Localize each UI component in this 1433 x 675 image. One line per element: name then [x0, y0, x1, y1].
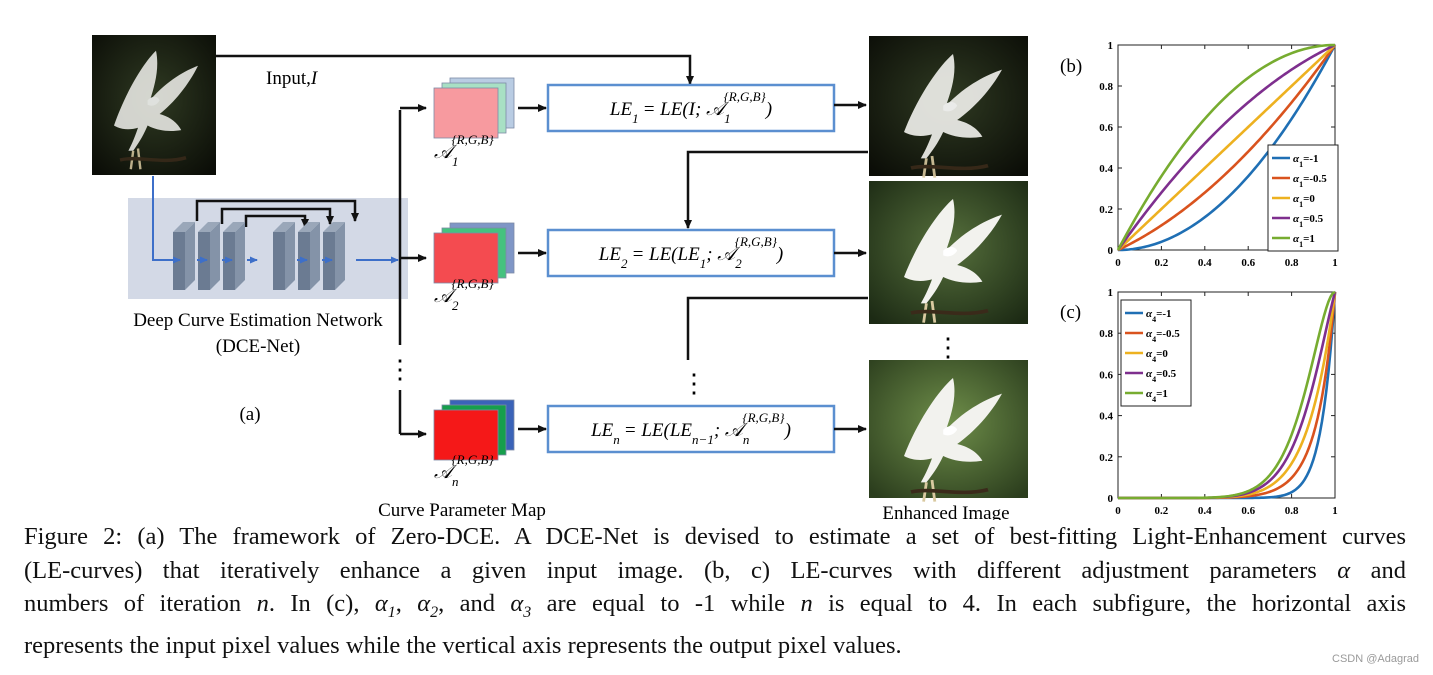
series-line: [1118, 290, 1336, 500]
legend-entry: α4=1: [1146, 388, 1168, 404]
conv-layer: [323, 222, 345, 290]
enhanced-label: Enhanced Image: [882, 503, 1009, 520]
x-tick-label: 0.2: [1155, 257, 1169, 269]
x-tick-label: 0.8: [1285, 505, 1299, 517]
y-tick-label: 0: [1108, 493, 1114, 505]
y-tick-label: 0: [1108, 245, 1114, 257]
chart-c: 0 0.2 0.4 0.6 0.8 1 0 0.2 0.4 0.6 0.8 1 α4=-1 α4=-0.5…: [1099, 287, 1338, 517]
legend-entry: α1=-1: [1293, 153, 1319, 169]
legend: α4=-1 α4=-0.5 α4=0 α4=0.5 α4=1: [1120, 299, 1192, 407]
x-tick-label: 0.6: [1241, 257, 1255, 269]
input-image: [92, 35, 216, 175]
conv-layer: [173, 222, 195, 290]
chart-b: 0 0.2 0.4 0.6 0.8 1 0 0.2 0.4 0.6 0.8 1 α1=-1 α1=-0.5…: [1099, 40, 1339, 269]
input-arrow: [216, 54, 694, 85]
legend-entry: α4=0: [1146, 348, 1168, 364]
le-n-formula: LEn= LE(LEn−1; 𝒜n{R,G,B}): [590, 410, 791, 447]
le-box-2: LE2= LE(LE1; 𝒜2{R,G,B}): [546, 228, 836, 278]
series-line: [1117, 44, 1337, 252]
trunk-dots: ⋮: [387, 355, 413, 384]
y-tick-label: 0.6: [1099, 369, 1113, 381]
y-tick-label: 0.6: [1099, 122, 1113, 134]
panel-a-label: (a): [239, 404, 260, 425]
le-box-1: LE1= LE(I; 𝒜1{R,G,B}): [546, 83, 836, 133]
x-tick-label: 0.4: [1198, 505, 1212, 517]
caption-line-4: represents the input pixel values while …: [24, 632, 902, 660]
y-tick-label: 1: [1108, 287, 1114, 299]
x-tick-label: 0: [1115, 505, 1121, 517]
x-tick-label: 1: [1332, 257, 1338, 269]
enhanced-image-2: [869, 181, 1028, 324]
panel-b-label: (b): [1060, 56, 1082, 77]
x-tick-label: 1: [1332, 505, 1338, 517]
x-tick-label: 0.6: [1241, 505, 1255, 517]
svg-text:⋮: ⋮: [935, 333, 961, 362]
y-tick-label: 0.2: [1099, 204, 1113, 216]
caption-alpha1: α1: [374, 590, 396, 621]
series-line: [1116, 43, 1336, 251]
network-abbr: (DCE-Net): [216, 336, 300, 357]
param-map-3: 𝒜n{R,G,B}: [433, 399, 515, 489]
legend-entry: α1=0: [1293, 193, 1315, 209]
input-label: Input,I: [266, 68, 319, 89]
caption-line-2: (LE-curves) that iteratively enhance a g…: [24, 556, 1406, 584]
enhanced-image-1: [869, 36, 1028, 178]
param-map-label: Curve Parameter Map: [378, 500, 546, 520]
x-tick-label: 0.4: [1198, 257, 1212, 269]
conv-layer: [273, 222, 295, 290]
y-tick-label: 0.8: [1099, 328, 1113, 340]
watermark: CSDN @Adagrad: [1332, 653, 1419, 665]
dce-net-block: [128, 176, 408, 299]
legend-entry: α4=0.5: [1146, 368, 1177, 384]
le-1-formula: LE1= LE(I; 𝒜1{R,G,B}): [609, 89, 772, 126]
legend-entry: α1=-0.5: [1293, 173, 1327, 189]
series-line: [1116, 43, 1336, 251]
series-line: [1117, 44, 1336, 251]
y-tick-label: 1: [1108, 40, 1114, 52]
le-box-n: LEn= LE(LEn−1; 𝒜n{R,G,B}): [546, 404, 836, 454]
caption-alpha3: α3: [510, 590, 532, 621]
legend-entry: α1=0.5: [1293, 213, 1324, 229]
legend-entry: α4=-0.5: [1146, 328, 1180, 344]
legend-entry: α1=1: [1293, 233, 1315, 249]
figure-caption: Figure 2: (a) The framework of Zero-DCE.…: [24, 520, 1406, 663]
param-map-2: 𝒜2{R,G,B}: [433, 222, 515, 313]
caption-line-1: Figure 2: (a) The framework of Zero-DCE.…: [24, 523, 1406, 550]
legend: α1=-1 α1=-0.5 α1=0 α1=0.5 α1=1: [1267, 144, 1339, 252]
param-map-label-3: 𝒜n{R,G,B}: [434, 452, 494, 489]
y-tick-label: 0.2: [1099, 452, 1113, 464]
conv-layer: [198, 222, 220, 290]
svg-text:⋮: ⋮: [681, 369, 707, 398]
x-tick-label: 0.8: [1285, 257, 1299, 269]
figure-canvas: Input,I Deep Curve Estimation Network (D…: [92, 35, 1339, 520]
caption-alpha2: α2: [417, 590, 439, 621]
conv-layer: [298, 222, 320, 290]
y-tick-label: 0.8: [1099, 81, 1113, 93]
y-tick-label: 0.4: [1099, 411, 1113, 423]
y-tick-label: 0.4: [1099, 163, 1113, 175]
x-tick-label: 0.2: [1155, 505, 1169, 517]
x-tick-label: 0: [1115, 257, 1121, 269]
le-2-formula: LE2= LE(LE1; 𝒜2{R,G,B}): [598, 234, 784, 271]
series-line: [1117, 44, 1337, 252]
legend-entry: α4=-1: [1146, 308, 1172, 324]
conv-layer: [223, 222, 245, 290]
network-name: Deep Curve Estimation Network: [133, 310, 383, 331]
param-map-1: 𝒜1{R,G,B}: [433, 77, 515, 169]
caption-line-3: numbers of iteration n. In (c), α1, α2, …: [24, 590, 1407, 621]
enhanced-image-n: [869, 360, 1028, 502]
panel-c-label: (c): [1060, 302, 1081, 323]
param-maps: 𝒜1{R,G,B} 𝒜2{R,G,B} 𝒜n{R,G,B}: [433, 77, 515, 489]
